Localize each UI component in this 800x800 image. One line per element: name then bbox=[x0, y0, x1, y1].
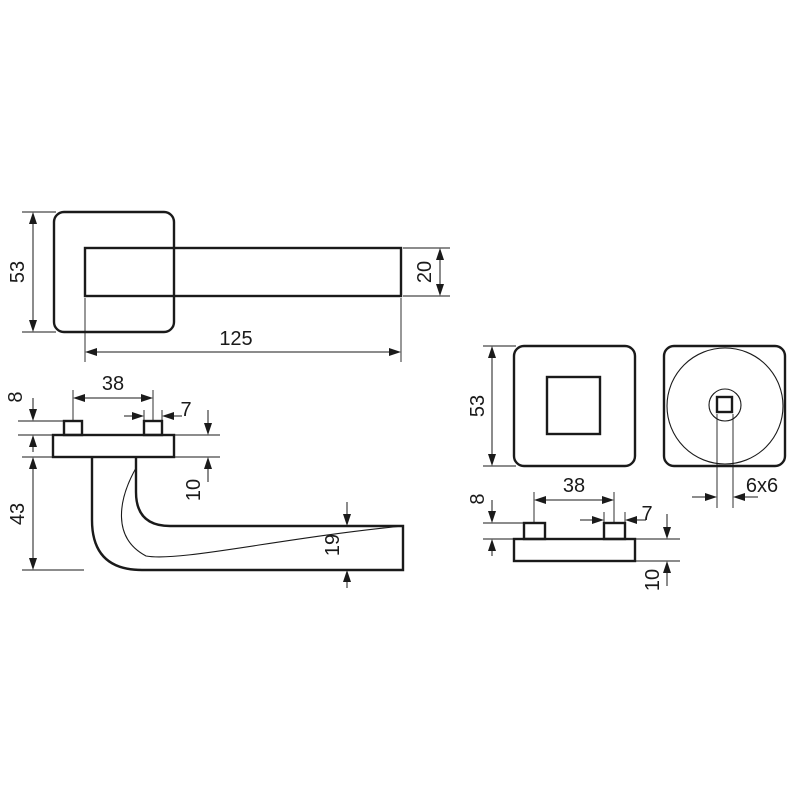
label-rose-height: 53 bbox=[7, 261, 29, 283]
rose-back-view bbox=[662, 344, 787, 468]
label-base-thickness: 10 bbox=[183, 479, 205, 501]
label-pin-width: 7 bbox=[180, 399, 191, 421]
esc-base-plate bbox=[512, 537, 637, 563]
esc-pin-right bbox=[602, 521, 627, 541]
dim-grip-thickness: 19 bbox=[322, 502, 351, 588]
escutcheon-side-view bbox=[512, 521, 637, 563]
label-esc-base-thickness: 10 bbox=[642, 569, 664, 591]
dim-pin-width: 7 bbox=[124, 399, 192, 421]
spindle-square bbox=[715, 395, 734, 414]
label-pin-offset: 8 bbox=[5, 391, 27, 402]
dim-esc-pin-spacing: 38 bbox=[533, 475, 615, 523]
label-esc-pin-spacing: 38 bbox=[563, 475, 585, 497]
dim-escutcheon-height: 53 bbox=[467, 345, 516, 467]
dim-rose-height: 53 bbox=[7, 211, 56, 333]
escutcheon-key-opening bbox=[545, 375, 602, 436]
spindle-boss bbox=[708, 388, 742, 422]
dim-lever-width: 20 bbox=[403, 247, 450, 297]
lever-contour-line bbox=[120, 467, 404, 558]
dim-esc-pin-offset: 8 bbox=[467, 493, 524, 556]
label-drop-height: 43 bbox=[7, 503, 29, 525]
dim-drop-height: 43 bbox=[7, 456, 84, 571]
rose-plate bbox=[52, 210, 176, 334]
lever-profile bbox=[90, 457, 405, 572]
label-pin-spacing: 38 bbox=[102, 373, 124, 395]
label-esc-pin-offset: 8 bbox=[467, 493, 489, 504]
label-escutcheon-height: 53 bbox=[467, 395, 489, 417]
escutcheon-front-view bbox=[512, 344, 637, 468]
dim-base-thickness: 10 bbox=[174, 410, 220, 501]
label-handle-length: 125 bbox=[219, 328, 252, 350]
dim-handle-length: 125 bbox=[84, 298, 402, 362]
handle-front-view bbox=[52, 210, 403, 334]
label-grip-thickness: 19 bbox=[322, 534, 344, 556]
esc-pin-left bbox=[522, 521, 547, 541]
side-base-plate bbox=[51, 433, 176, 459]
side-pin-right bbox=[142, 419, 164, 437]
rose-back-circle bbox=[666, 347, 784, 465]
dim-esc-base-thickness: 10 bbox=[635, 514, 680, 591]
side-pin-left bbox=[62, 419, 84, 437]
lever-bar bbox=[83, 246, 403, 298]
handle-side-view bbox=[51, 419, 405, 572]
dim-esc-pin-width: 7 bbox=[580, 503, 653, 525]
rose-back-plate bbox=[662, 344, 787, 468]
label-esc-pin-width: 7 bbox=[641, 503, 652, 525]
escutcheon-plate bbox=[512, 344, 637, 468]
label-spindle: 6x6 bbox=[746, 475, 778, 497]
dim-spindle: 6x6 bbox=[692, 414, 778, 508]
dim-pin-offset: 8 bbox=[5, 391, 64, 452]
dim-pin-spacing: 38 bbox=[72, 373, 154, 421]
label-lever-width: 20 bbox=[414, 261, 436, 283]
